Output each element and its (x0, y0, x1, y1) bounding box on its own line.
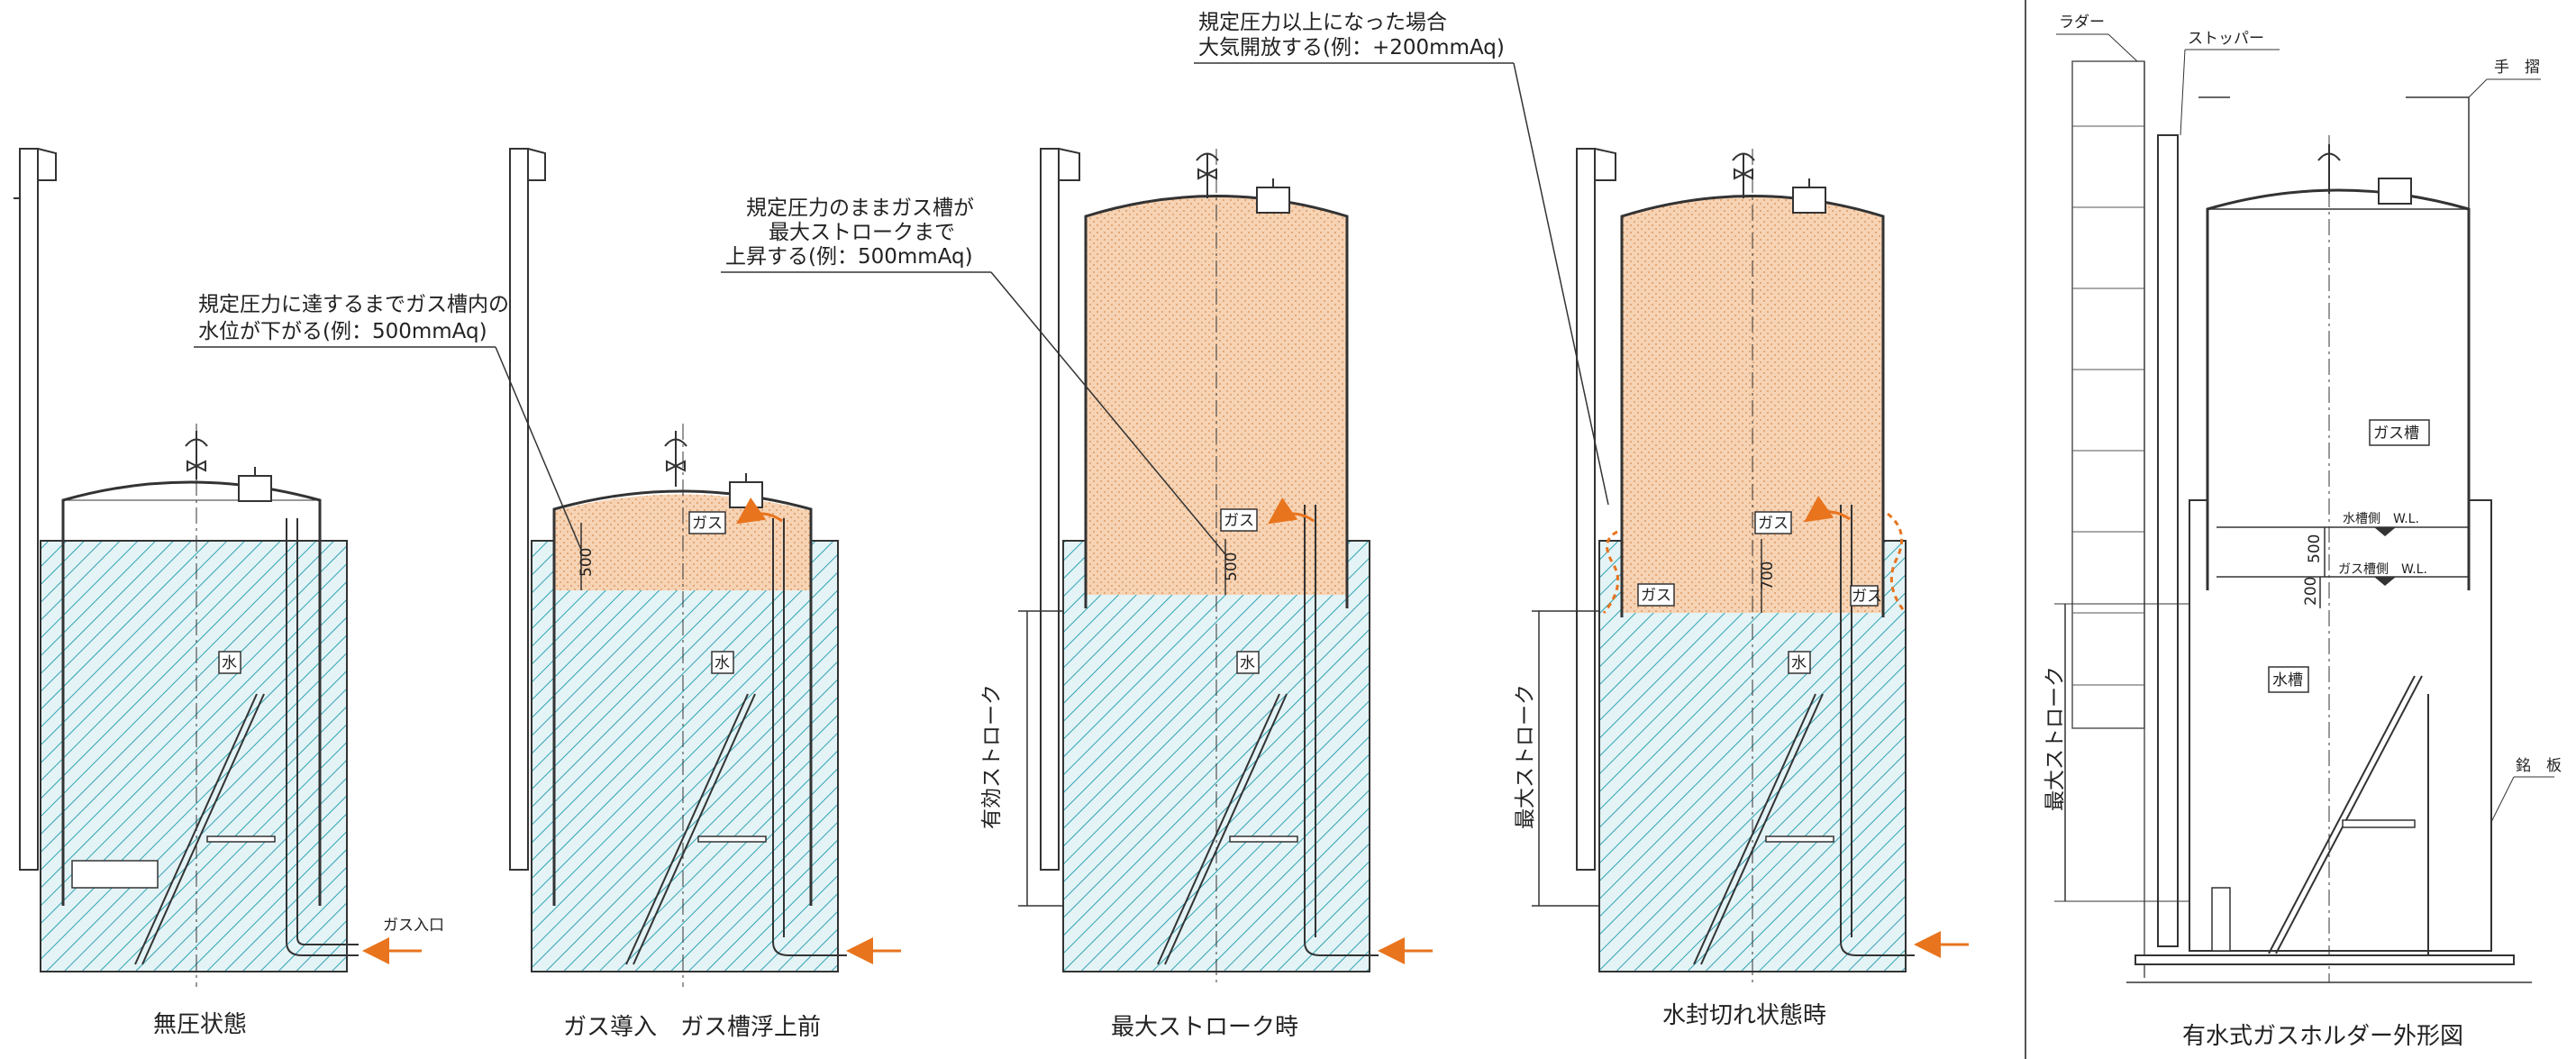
note-overpressure: 規定圧力以上になった場合 大気開放する(例：+200mmAq) (1194, 11, 1609, 506)
water-label: 水 (1240, 654, 1255, 672)
gas-label: ガス (1758, 515, 1789, 533)
max-stroke-label: 最大ストローク (2044, 666, 2067, 811)
gas-label-3: ガス (1852, 588, 1882, 606)
nameplate-label: 銘 板 (2516, 757, 2562, 775)
water-label: 水 (1791, 654, 1807, 672)
panel-caption: 最大ストローク時 (1111, 1014, 1298, 1041)
panel-caption: 無圧状態 (153, 1011, 247, 1038)
note-max-stroke: 規定圧力のままガス槽が 最大ストロークまで 上昇する(例：500mmAq) (721, 196, 1226, 555)
water-tank-outline (531, 540, 839, 972)
gas-label-2: ガス (1641, 587, 1671, 605)
note2-line1: 規定圧力のままガス槽が (746, 196, 974, 220)
water-label: 水 (222, 654, 237, 672)
dim-label: 700 (1759, 561, 1777, 590)
exterior-gas-bell (2206, 188, 2471, 590)
panel-gas-intro: ガス 500 水 ガス導入 ガス槽浮上前 (509, 148, 901, 1041)
water-tank-label: 水槽 (2272, 671, 2303, 689)
dim-label: 500 (578, 548, 596, 577)
dim-label: 500 (1223, 552, 1241, 581)
note3-line2: 大気開放する(例：+200mmAq) (1198, 36, 1505, 59)
note2-line3: 上昇する(例：500mmAq) (725, 245, 973, 269)
gas-bell (61, 480, 322, 906)
panel-seal-break: ガス ガス ガス 700 最大ストローク 水 水封切れ状態時 (1514, 148, 1969, 1029)
gas-label: ガス (1224, 512, 1254, 530)
handrail-label: 手 摺 (2494, 59, 2540, 77)
gas-tank-label: ガス槽 (2373, 425, 2419, 443)
panel-caption: ガス導入 ガス槽浮上前 (563, 1014, 821, 1041)
gas-wl-label: ガス槽側 W.L. (2338, 562, 2427, 577)
note2-line2: 最大ストロークまで (769, 221, 955, 244)
water-label: 水 (715, 654, 730, 672)
note1-line2: 水位が下がる(例：500mmAq) (198, 320, 487, 343)
stroke-label: 有効ストローク (980, 684, 1004, 829)
dim-200: 200 (2302, 577, 2320, 606)
gas-label: ガス (692, 515, 723, 533)
panel-no-pressure: ガス入口 水 無圧状態 (14, 148, 444, 1038)
panel-caption: 水封切れ状態時 (1662, 1002, 1826, 1029)
stroke-label: 最大ストローク (1514, 684, 1537, 829)
ladder-label: ラダー (2059, 14, 2105, 32)
note1-line1: 規定圧力に達するまでガス槽内の (198, 293, 509, 316)
stopper-label: ストッパー (2188, 30, 2264, 48)
note3-line1: 規定圧力以上になった場合 (1198, 11, 1447, 34)
gas-inlet-label: ガス入口 (383, 917, 444, 935)
exterior-view: 500 200 水槽側 W.L. ガス槽側 W.L. ガス槽 水槽 最大ストロー… (2044, 14, 2562, 1050)
exterior-caption: 有水式ガスホルダー外形図 (2182, 1023, 2463, 1050)
water-wl-label: 水槽側 W.L. (2343, 512, 2419, 526)
water-tank-outline (40, 540, 348, 972)
dim-500: 500 (2306, 534, 2324, 563)
panel-max-stroke: ガス 500 有効ストローク 水 最大ストローク時 (980, 148, 1433, 1041)
note-pressure-drop: 規定圧力に達するまでガス槽内の 水位が下がる(例：500mmAq) (194, 293, 582, 551)
